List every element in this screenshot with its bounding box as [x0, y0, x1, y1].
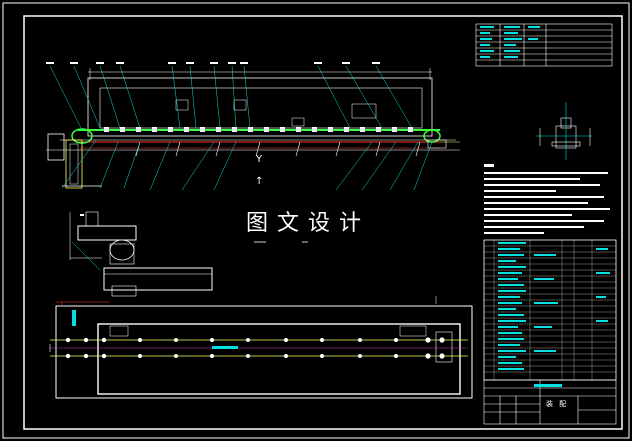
conveyor-side-view — [46, 68, 460, 189]
title-block-label: 装 配 — [546, 400, 569, 408]
parameter-table — [475, 23, 613, 67]
technical-notes — [484, 164, 610, 234]
drive-unit-detail — [69, 211, 213, 297]
parameter-table-text — [480, 26, 540, 58]
conveyor-plan-view — [49, 296, 473, 399]
part-leader-lines — [49, 65, 433, 191]
tail-pulley-detail — [536, 102, 592, 160]
part-number-ticks — [46, 62, 380, 64]
title-block-fill — [534, 384, 562, 387]
bill-of-materials — [483, 239, 617, 381]
view-direction-arrow: ↑ — [255, 176, 264, 187]
title-block — [483, 379, 617, 425]
sheet-inner-border — [23, 15, 623, 430]
view-direction-label: Y — [256, 154, 263, 165]
watermark-text: 图文设计 — [246, 211, 371, 236]
